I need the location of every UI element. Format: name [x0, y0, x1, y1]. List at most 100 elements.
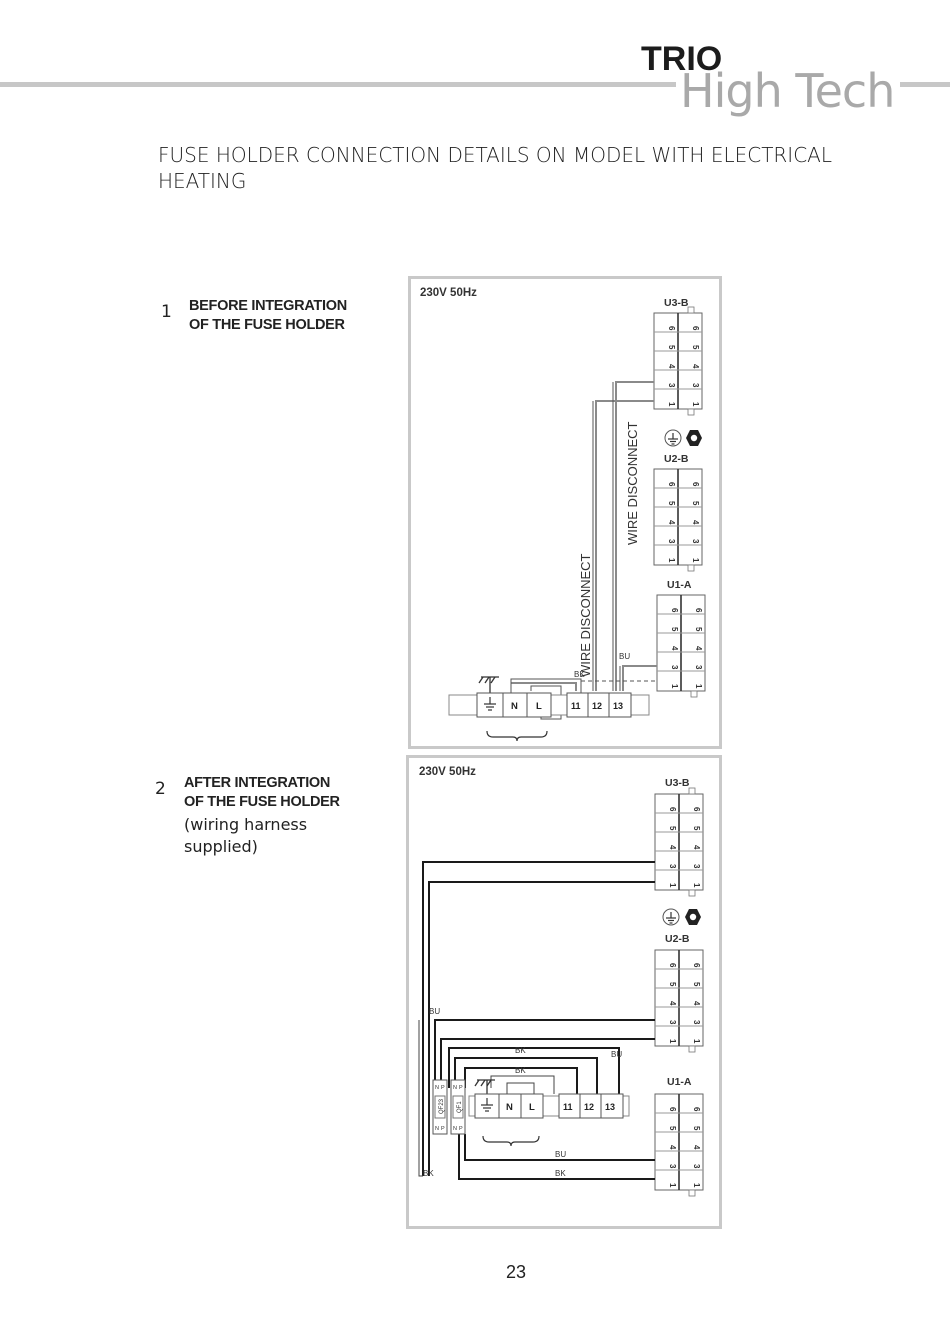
unit-label-u2-2: U2-B [665, 933, 690, 945]
step-1-label: BEFORE INTEGRATION OF THE FUSE HOLDER [189, 297, 347, 335]
wire-disconnect-label-2: WIRE DISCONNECT [625, 421, 640, 545]
term-u2-2-b-5: 5 [692, 982, 701, 987]
wiring-diagram-before: 230V 50Hz U3-B 6 5 4 3 1 6 5 4 3 1 [408, 276, 722, 749]
wire-bu-label-2: BU [611, 1050, 622, 1059]
step-2-note-line2: supplied) [184, 837, 258, 856]
term-u2-a-1: 1 [667, 558, 676, 563]
term-u2-b-1: 1 [691, 558, 700, 563]
wire-bu-label: BU [619, 652, 630, 661]
step-2-label-line1: AFTER INTEGRATION [184, 775, 331, 791]
term-u1-a-5: 5 [670, 627, 679, 632]
bracket [486, 730, 548, 742]
terminal-block-u1-2: 6 5 4 3 1 6 5 4 3 1 [654, 1093, 704, 1197]
term-u1-2-a-6: 6 [668, 1107, 677, 1112]
fuse-qf23-pole-n-b: N [435, 1126, 439, 1132]
term-u3-2-b-6: 6 [692, 807, 701, 812]
fuse-qf23-pole-p: P [441, 1085, 445, 1091]
wiring-diagram-before-svg: 230V 50Hz U3-B 6 5 4 3 1 6 5 4 3 1 [420, 287, 706, 742]
unit-label-u1-2: U1-A [667, 1076, 692, 1088]
term-u2-b-3: 3 [691, 539, 700, 544]
terminal-block-u1: 6 5 4 3 1 6 5 4 3 1 [656, 594, 706, 698]
term-u3-a-6: 6 [667, 326, 676, 331]
term-u3-2-a-3: 3 [668, 864, 677, 869]
term-u1-2-b-6: 6 [692, 1107, 701, 1112]
term-u3-2-a-1: 1 [668, 883, 677, 888]
unit-label-u2: U2-B [664, 453, 689, 465]
term-u2-b-6: 6 [691, 482, 700, 487]
term-u1-2-a-5: 5 [668, 1126, 677, 1131]
term-u2-b-4: 4 [691, 520, 700, 525]
term-u1-2-b-1: 1 [692, 1183, 701, 1188]
page-number: 23 [506, 1262, 527, 1282]
terminal-11-2: 11 [563, 1102, 573, 1112]
brand-secondary: High Tech [680, 64, 895, 118]
fuse-qf1-pole-p: P [459, 1085, 463, 1091]
step-2-label-line2: OF THE FUSE HOLDER [184, 794, 340, 810]
wires-after [422, 861, 655, 1180]
ground-terminal-icon-2 [481, 1098, 493, 1112]
step-2-note-line1: (wiring harness [184, 815, 308, 834]
term-u1-b-4: 4 [694, 646, 703, 651]
terminal-l: L [536, 701, 542, 712]
wires-after-thin [418, 1020, 555, 1177]
fuse-qf23-pole-p-b: P [441, 1126, 445, 1132]
term-u3-a-1: 1 [667, 402, 676, 407]
term-u3-2-a-5: 5 [668, 826, 677, 831]
term-u1-2-a-1: 1 [668, 1183, 677, 1188]
fuse-qf1-pole-n-b: N [453, 1126, 457, 1132]
terminal-block-u3-2: 6 5 4 3 1 6 5 4 3 1 [654, 787, 704, 897]
term-u2-2-b-3: 3 [692, 1020, 701, 1025]
step-1-label-line1: BEFORE INTEGRATION [189, 298, 347, 314]
wire-bk-label-3: BK [555, 1169, 566, 1178]
term-u1-b-6: 6 [694, 608, 703, 613]
term-u3-b-4: 4 [691, 364, 700, 369]
term-u3-2-b-4: 4 [692, 845, 701, 850]
ground-icon-2 [662, 908, 680, 926]
step-2-label: AFTER INTEGRATION OF THE FUSE HOLDER [184, 774, 340, 812]
wire-bk-label: BK [574, 670, 585, 679]
term-u2-2-b-6: 6 [692, 963, 701, 968]
ground-symbol [478, 676, 499, 695]
step-1-number: 1 [161, 302, 172, 322]
supply-label-2: 230V 50Hz [419, 766, 476, 778]
term-u1-a-1: 1 [670, 684, 679, 689]
term-u2-2-b-4: 4 [692, 1001, 701, 1006]
terminal-13: 13 [613, 701, 623, 711]
ground-icon [664, 429, 682, 447]
terminal-block-u2: 6 5 4 3 1 6 5 4 3 1 [653, 468, 703, 572]
term-u1-2-b-5: 5 [692, 1126, 701, 1131]
unit-label-u1: U1-A [667, 579, 692, 591]
header-rule [0, 82, 676, 87]
page-title: FUSE HOLDER CONNECTION DETAILS ON MODEL … [158, 143, 832, 193]
term-u1-a-3: 3 [670, 665, 679, 670]
hex-nut-icon [686, 430, 702, 446]
term-u2-a-5: 5 [667, 501, 676, 506]
fuse-qf23-pole-n: N [435, 1085, 439, 1091]
terminal-12: 12 [592, 701, 602, 711]
term-u2-a-6: 6 [667, 482, 676, 487]
terminal-n-2: N [506, 1102, 513, 1113]
unit-label-u3-2: U3-B [665, 777, 690, 789]
ground-terminal-icon [484, 697, 496, 711]
term-u1-2-b-3: 3 [692, 1164, 701, 1169]
term-u3-2-b-5: 5 [692, 826, 701, 831]
wire-bk-label-1: BK [515, 1046, 526, 1055]
hex-nut-icon-2 [685, 909, 701, 925]
terminal-13-2: 13 [605, 1102, 615, 1112]
term-u2-a-3: 3 [667, 539, 676, 544]
term-u1-2-a-3: 3 [668, 1164, 677, 1169]
wiring-diagram-after: 230V 50Hz U3-B 6 5 4 3 1 6 5 4 3 1 [406, 755, 722, 1229]
term-u3-a-4: 4 [667, 364, 676, 369]
term-u3-2-a-4: 4 [668, 845, 677, 850]
fuse-qf1-pole-p-b: P [459, 1126, 463, 1132]
wire-bk-label-2: BK [515, 1066, 526, 1075]
wires-before [511, 381, 657, 691]
terminal-block-u3: 6 5 4 3 1 6 5 4 3 1 [653, 306, 703, 416]
term-u3-2-b-1: 1 [692, 883, 701, 888]
term-u1-a-4: 4 [670, 646, 679, 651]
term-u3-b-3: 3 [691, 383, 700, 388]
fuse-qf1-label: QF1 [457, 1101, 463, 1113]
term-u3-2-a-6: 6 [668, 807, 677, 812]
term-u2-a-4: 4 [667, 520, 676, 525]
wires-before-thin [510, 382, 657, 720]
